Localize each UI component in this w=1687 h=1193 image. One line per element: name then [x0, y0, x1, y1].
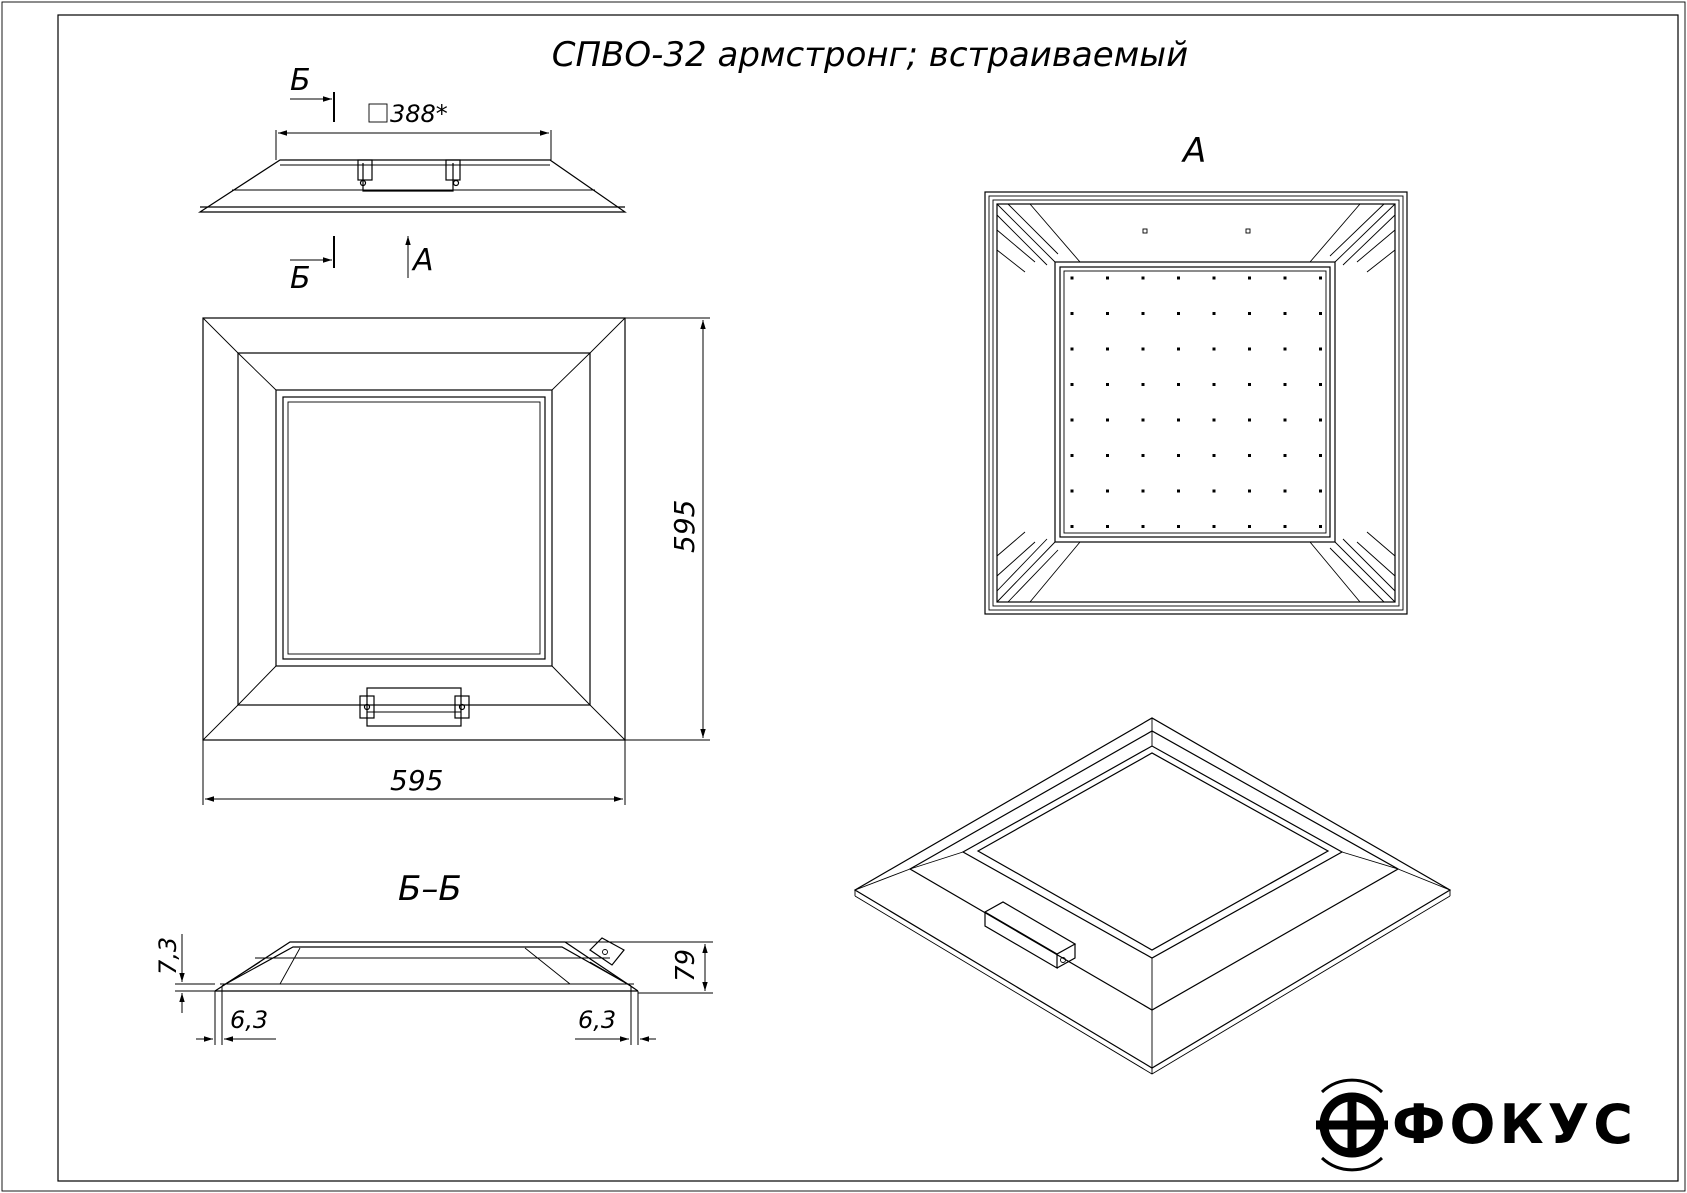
led-dot: [1106, 347, 1109, 351]
led-dot: [1319, 489, 1322, 493]
led-dot: [1212, 418, 1216, 422]
dimension-square: 388*: [390, 100, 448, 128]
led-dot: [1283, 276, 1287, 280]
led-dot: [1248, 525, 1251, 528]
led-dot: [1141, 418, 1145, 422]
led-dot: [1177, 276, 1180, 280]
led-dot: [1283, 489, 1287, 493]
led-dot: [1177, 489, 1180, 493]
led-dot: [1283, 383, 1287, 386]
dimension-edge-left: 6,3: [230, 1006, 268, 1034]
led-dot: [1106, 418, 1109, 422]
led-dot: [1070, 454, 1074, 457]
view-a: А: [984, 131, 1408, 615]
led-dot: [1141, 276, 1145, 280]
led-dot: [1319, 454, 1322, 457]
square-symbol: [368, 103, 388, 123]
led-dot: [1283, 454, 1287, 457]
side-view: 388* Б Б А: [197, 63, 627, 296]
led-dot: [1283, 418, 1287, 422]
led-dot: [1177, 454, 1180, 457]
led-grid: [1070, 276, 1322, 528]
led-dot: [1248, 312, 1251, 315]
led-dot: [1212, 454, 1216, 457]
led-dot: [1141, 489, 1145, 493]
led-dot: [1106, 276, 1109, 280]
dimension-width: 595: [390, 764, 443, 797]
inner-frame: [57, 14, 1679, 1182]
isometric-view: [853, 717, 1452, 1075]
section-label: Б–Б: [398, 869, 462, 909]
led-dot: [1106, 312, 1109, 315]
led-dot: [1212, 276, 1216, 280]
led-dot: [1212, 525, 1216, 528]
led-dot: [1070, 489, 1074, 493]
led-dot: [1106, 454, 1109, 457]
dimension-section-lip: 7,3: [154, 937, 182, 975]
led-dot: [1319, 276, 1322, 280]
led-dot: [1141, 347, 1145, 351]
led-dot: [1283, 312, 1287, 315]
led-dot: [1248, 347, 1251, 351]
led-dot: [1248, 276, 1251, 280]
led-dot: [1212, 489, 1216, 493]
led-dot: [1177, 347, 1180, 351]
led-dot: [1283, 525, 1287, 528]
led-dot: [1177, 418, 1180, 422]
led-dot: [1070, 525, 1074, 528]
led-dot: [1212, 347, 1216, 351]
logo-text: ФОКУС: [1392, 1093, 1637, 1156]
dimension-edge-right: 6,3: [578, 1006, 616, 1034]
led-dot: [1141, 454, 1145, 457]
led-dot: [1141, 525, 1145, 528]
led-dot: [1177, 312, 1180, 315]
led-dot: [1319, 347, 1322, 351]
dimension-section-height: 79: [671, 949, 701, 982]
section-marker-bottom: Б: [290, 261, 311, 296]
led-dot: [1141, 312, 1145, 315]
led-dot: [1070, 276, 1074, 280]
led-dot: [1212, 312, 1216, 315]
led-dot: [1283, 347, 1287, 351]
led-dot: [1177, 525, 1180, 528]
led-dot: [1070, 347, 1074, 351]
led-dot: [1319, 525, 1322, 528]
led-dot: [1106, 489, 1109, 493]
led-dot: [1070, 312, 1074, 315]
led-dot: [1212, 383, 1216, 386]
led-dot: [1106, 525, 1109, 528]
led-dot: [1070, 383, 1074, 386]
led-dot: [1248, 489, 1251, 493]
section-view: Б–Б 79 7,3 6,3 6,3: [154, 869, 713, 1045]
led-dot: [1177, 383, 1180, 386]
plan-view: 595 595: [202, 317, 710, 805]
led-dot: [1319, 418, 1322, 422]
led-dot: [1319, 383, 1322, 386]
dimension-height: 595: [668, 500, 701, 553]
brand-logo: ФОКУС: [1316, 1078, 1637, 1172]
led-dot: [1319, 312, 1322, 315]
view-a-marker: А: [411, 243, 434, 278]
led-dot: [1070, 418, 1074, 422]
led-dot: [1106, 383, 1109, 386]
led-dot: [1248, 383, 1251, 386]
section-marker-top: Б: [290, 63, 311, 98]
view-a-label: А: [1181, 131, 1206, 171]
led-dot: [1141, 383, 1145, 386]
drawing-title: СПВО-32 армстронг; встраиваемый: [552, 35, 1188, 75]
led-dot: [1248, 418, 1251, 422]
led-dot: [1248, 454, 1251, 457]
